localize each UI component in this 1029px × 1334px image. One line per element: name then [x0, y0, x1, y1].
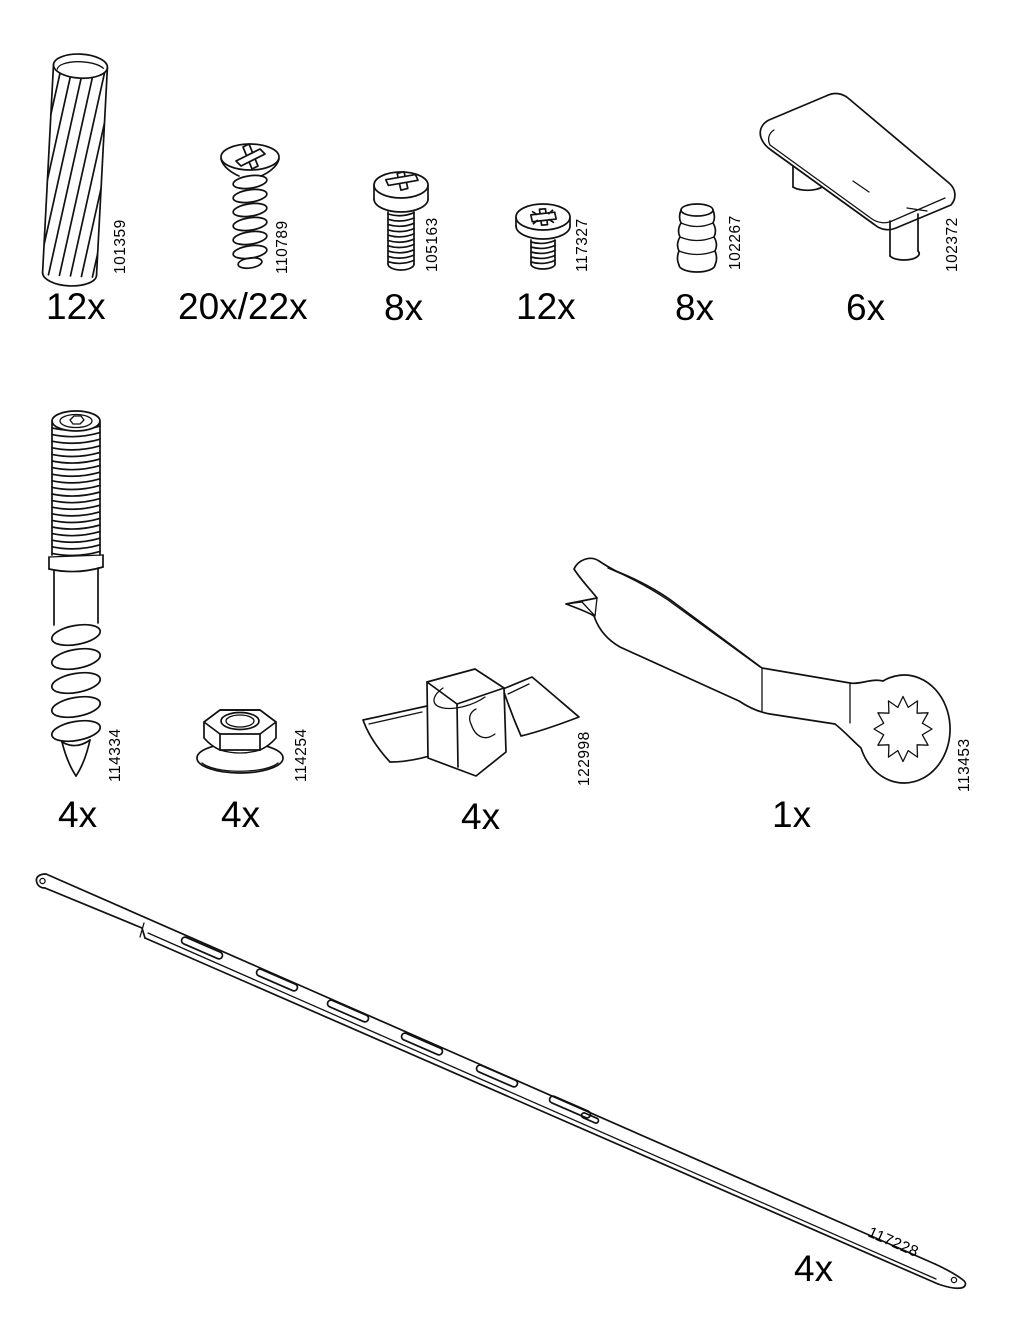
quantity-label: 4x: [58, 794, 98, 835]
quantity-label: 4x: [461, 796, 501, 837]
quantity-label: 8x: [384, 287, 424, 328]
part-number-label: 101359: [112, 219, 129, 274]
part-number-label: 117327: [574, 218, 591, 272]
quantity-label: 6x: [846, 287, 886, 328]
wrench-drawing: [565, 557, 951, 784]
pan-head-screw-drawing: [373, 170, 429, 271]
quantity-label: 12x: [46, 286, 106, 327]
dowel-screw-drawing: [48, 410, 104, 777]
part-number-label: 102372: [944, 217, 961, 272]
quantity-label: 4x: [221, 794, 261, 835]
part-number-label: 105163: [424, 217, 441, 272]
plastic-plug-drawing: [676, 203, 718, 273]
round-head-screw-drawing: [515, 203, 571, 270]
part-number-label: 117228: [865, 1224, 922, 1261]
part-number-label: 114254: [293, 728, 310, 782]
quantity-label: 4x: [794, 1248, 834, 1289]
quantity-label: 12x: [516, 286, 576, 327]
cover-cap-drawing: [759, 92, 956, 261]
part-number-label: 113453: [956, 738, 973, 792]
quantity-label: 8x: [675, 287, 715, 328]
part-number-label: 102267: [727, 215, 744, 270]
quantity-label: 1x: [772, 794, 812, 835]
countersunk-screw-drawing: [220, 143, 280, 270]
mounting-clip-drawing: [362, 668, 580, 777]
support-rail-drawing: [35, 873, 967, 1290]
quantity-label: 20x/22x: [178, 286, 308, 327]
part-number-label: 114334: [107, 728, 124, 782]
flange-nut-drawing: [196, 709, 284, 774]
part-number-label: 110789: [274, 220, 291, 274]
part-number-label: 122998: [576, 731, 593, 786]
wood-dowel-drawing: [41, 53, 109, 287]
